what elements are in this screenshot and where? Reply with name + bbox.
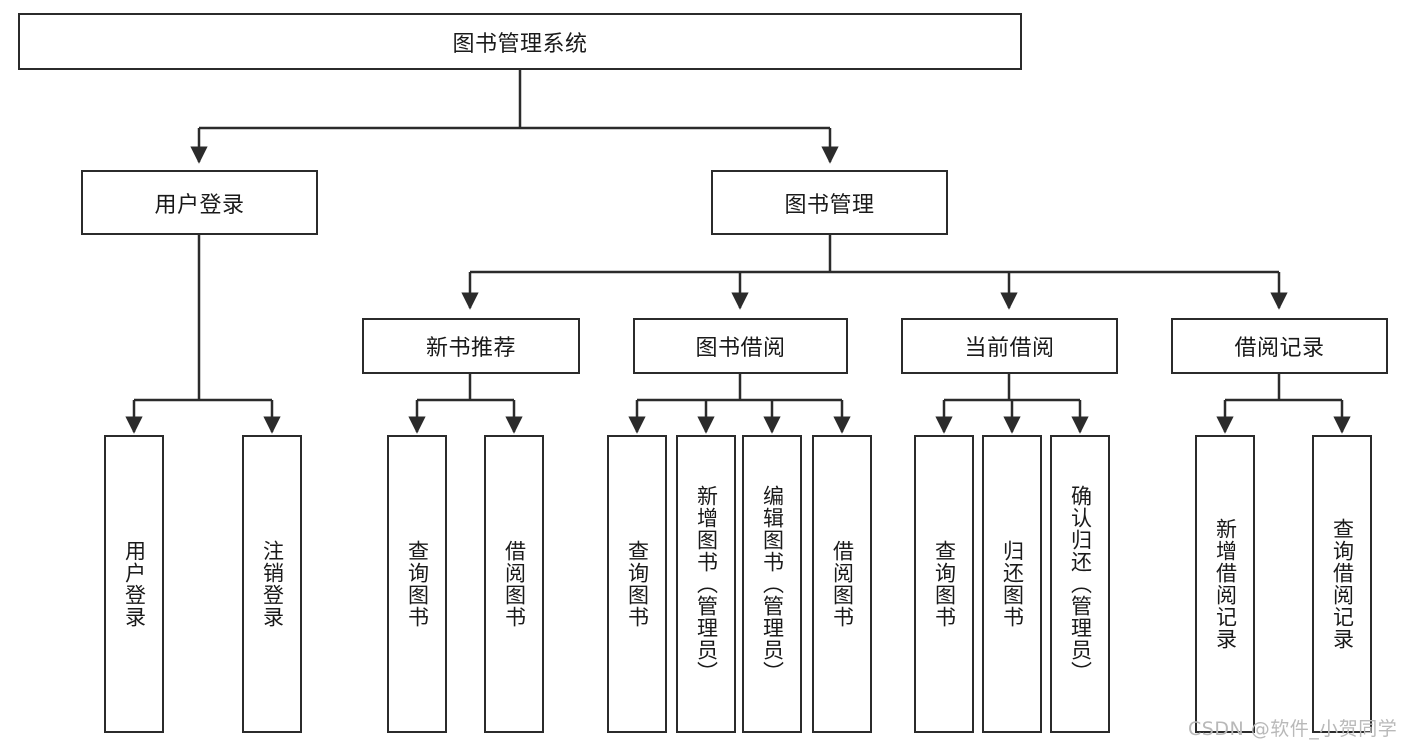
node-new-book-recommendation[interactable]: 新书推荐 bbox=[362, 318, 580, 374]
node-label: 新增借阅记录 bbox=[1213, 518, 1238, 650]
leaf-query-books-current[interactable]: 查询图书 bbox=[914, 435, 974, 733]
node-label: 图书管理 bbox=[784, 192, 875, 218]
node-label: 新书推荐 bbox=[425, 336, 516, 361]
leaf-add-borrow-record[interactable]: 新增借阅记录 bbox=[1195, 435, 1255, 733]
node-label: 查询借阅记录 bbox=[1330, 518, 1355, 650]
leaf-return-books[interactable]: 归还图书 bbox=[982, 435, 1042, 733]
leaf-borrow-books-recommendation[interactable]: 借阅图书 bbox=[484, 435, 544, 733]
node-user-login[interactable]: 用户登录 bbox=[81, 170, 318, 235]
node-label: 图书借阅 bbox=[695, 336, 786, 361]
node-label: 查询图书 bbox=[405, 540, 430, 628]
leaf-confirm-return-admin[interactable]: 确认归还（管理员） bbox=[1050, 435, 1110, 733]
node-label: 编辑图书（管理员） bbox=[760, 485, 785, 683]
node-book-management[interactable]: 图书管理 bbox=[711, 170, 948, 235]
node-label: 借阅图书 bbox=[830, 540, 855, 628]
node-label: 注销登录 bbox=[260, 540, 285, 628]
node-label: 归还图书 bbox=[1000, 540, 1025, 628]
node-label: 借阅记录 bbox=[1234, 336, 1325, 361]
leaf-user-login[interactable]: 用户登录 bbox=[104, 435, 164, 733]
leaf-logout[interactable]: 注销登录 bbox=[242, 435, 302, 733]
leaf-query-books-recommendation[interactable]: 查询图书 bbox=[387, 435, 447, 733]
leaf-add-book-admin[interactable]: 新增图书（管理员） bbox=[676, 435, 736, 733]
node-current-borrowing[interactable]: 当前借阅 bbox=[901, 318, 1118, 374]
node-root-system[interactable]: 图书管理系统 bbox=[18, 13, 1022, 70]
leaf-query-books-borrowing[interactable]: 查询图书 bbox=[607, 435, 667, 733]
node-label: 当前借阅 bbox=[964, 336, 1055, 361]
node-label: 用户登录 bbox=[122, 540, 147, 628]
leaf-borrow-books-borrowing[interactable]: 借阅图书 bbox=[812, 435, 872, 733]
node-label: 借阅图书 bbox=[502, 540, 527, 628]
node-label: 图书管理系统 bbox=[452, 31, 588, 57]
node-borrow-records[interactable]: 借阅记录 bbox=[1171, 318, 1388, 374]
node-label: 确认归还（管理员） bbox=[1068, 485, 1093, 683]
node-label: 新增图书（管理员） bbox=[694, 485, 719, 683]
leaf-edit-book-admin[interactable]: 编辑图书（管理员） bbox=[742, 435, 802, 733]
csdn-watermark: CSDN @软件_小贺同学 bbox=[1188, 718, 1398, 740]
node-book-borrowing[interactable]: 图书借阅 bbox=[633, 318, 848, 374]
node-label: 查询图书 bbox=[625, 540, 650, 628]
node-label: 查询图书 bbox=[932, 540, 957, 628]
leaf-query-borrow-record[interactable]: 查询借阅记录 bbox=[1312, 435, 1372, 733]
node-label: 用户登录 bbox=[154, 192, 245, 218]
